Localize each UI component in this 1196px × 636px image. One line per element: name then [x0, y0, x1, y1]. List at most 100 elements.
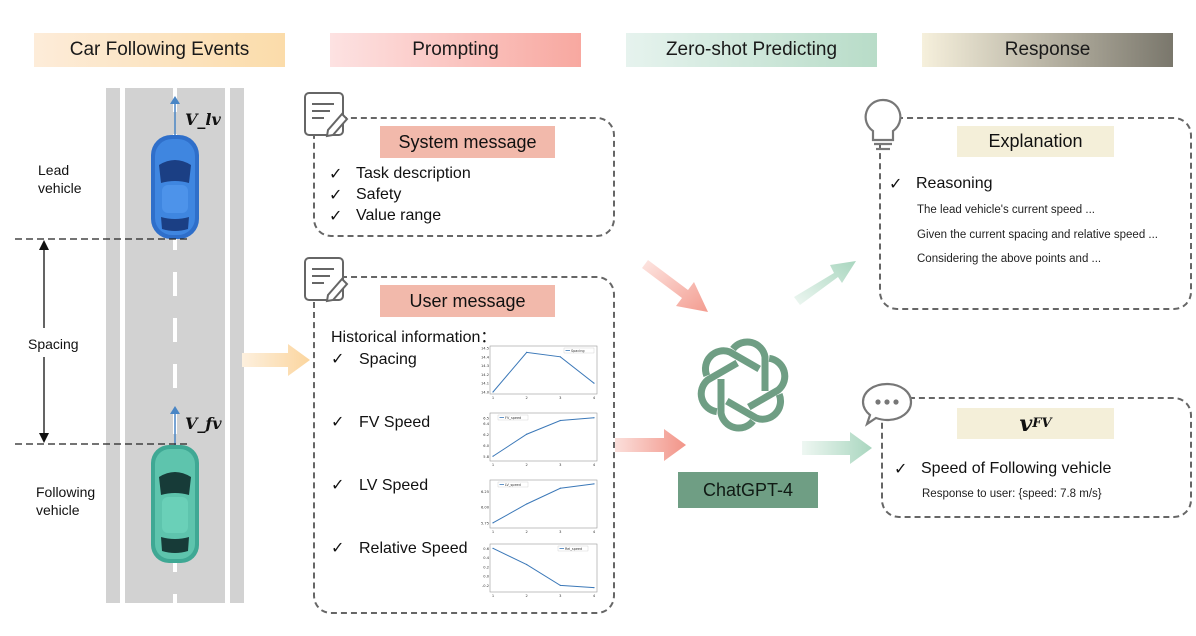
data-point [526, 503, 528, 505]
reasoning-line-2: Given the current spacing and relative s… [917, 229, 1159, 241]
y-tick-label: 14.3 [481, 364, 489, 368]
data-point [526, 433, 528, 435]
x-tick-label: 4 [593, 594, 596, 598]
series-line [492, 417, 595, 457]
x-tick-label: 3 [559, 463, 561, 467]
legend-label: LV_speed [505, 483, 521, 487]
legend-label: FV_speed [505, 416, 521, 420]
x-tick-label: 1 [492, 594, 494, 598]
check-icon: ✓ [329, 208, 343, 225]
y-tick-label: 6.25 [481, 490, 489, 494]
series-line [492, 483, 595, 524]
y-tick-label: 0.2 [483, 565, 489, 569]
header-car-following-events: Car Following Events [34, 33, 285, 67]
output-symbol: v [1019, 410, 1033, 437]
lead-vehicle-car-icon [151, 96, 199, 239]
check-icon: ✓ [329, 187, 343, 204]
chart-frame [489, 412, 598, 462]
document-edit-icon [304, 257, 349, 303]
y-tick-label: 0.4 [483, 556, 489, 560]
check-icon: ✓ [329, 166, 343, 183]
user-item-fv-speed: FV Speed [359, 414, 431, 431]
legend-box [497, 414, 529, 421]
check-icon: ✓ [889, 176, 903, 193]
user-item-spacing: Spacing [359, 351, 417, 368]
y-tick-label: 14.2 [481, 373, 489, 377]
data-point [559, 356, 561, 358]
y-tick-label: 0.0 [483, 575, 489, 579]
x-tick-label: 1 [492, 396, 494, 400]
following-vehicle-label-line1: Following [36, 484, 96, 500]
y-tick-label: 6.0 [483, 444, 489, 448]
x-tick-label: 1 [492, 530, 494, 534]
check-icon: ✓ [331, 477, 345, 494]
follow-velocity-label: V_fv [185, 414, 222, 433]
arrow-to-explanation [794, 261, 856, 305]
chart-frame [489, 345, 598, 395]
x-tick-label: 1 [492, 463, 494, 467]
lightbulb-icon [864, 98, 902, 151]
system-item-task: Task description [356, 165, 471, 182]
check-icon: ✓ [331, 414, 345, 431]
legend-box [563, 347, 595, 354]
system-item-safety: Safety [356, 186, 402, 203]
arrow-system-to-chatgpt [642, 260, 708, 312]
data-point [559, 487, 561, 489]
data-point [559, 419, 561, 422]
arrow-to-output [802, 432, 872, 464]
series-line [492, 547, 595, 589]
chatgpt-logo-icon [697, 338, 789, 432]
x-tick-label: 3 [559, 594, 561, 598]
reasoning-heading: Reasoning [916, 175, 993, 192]
data-point [492, 391, 494, 393]
historical-info-subtitle: Historical information： [331, 329, 497, 346]
document-edit-icon [304, 92, 349, 138]
spacing-label: Spacing [28, 336, 79, 352]
y-tick-label: 14.5 [481, 347, 489, 351]
data-point [593, 483, 595, 485]
data-point [559, 584, 561, 586]
data-point [593, 382, 595, 384]
y-tick-label: -0.2 [482, 584, 489, 588]
x-tick-label: 2 [526, 463, 528, 467]
y-tick-label: 6.00 [481, 506, 490, 510]
x-tick-label: 2 [526, 530, 528, 534]
data-point [526, 351, 528, 353]
user-item-relative-speed: Relative Speed [359, 540, 468, 557]
lane-line-left [120, 88, 125, 603]
x-tick-label: 3 [559, 530, 561, 534]
explanation-title: Explanation [957, 126, 1114, 157]
spacing-indicator [15, 238, 190, 445]
x-tick-label: 3 [559, 396, 561, 400]
lane-line-right [225, 88, 230, 603]
data-point [492, 547, 494, 549]
legend-box [557, 545, 589, 552]
check-icon: ✓ [331, 540, 345, 557]
x-tick-label: 2 [526, 396, 528, 400]
speech-bubble-icon [861, 382, 913, 427]
y-tick-label: 14.4 [481, 355, 490, 359]
y-tick-label: 5.8 [483, 455, 489, 459]
x-tick-label: 2 [526, 594, 528, 598]
legend-box [497, 481, 529, 488]
data-point [593, 587, 595, 589]
y-tick-label: 14.0 [481, 391, 490, 395]
chart-frame [489, 479, 598, 529]
header-zero-shot-predicting: Zero-shot Predicting [626, 33, 877, 67]
check-icon: ✓ [894, 461, 908, 478]
data-point [593, 417, 595, 419]
arrow-to-prompting [242, 344, 310, 376]
following-vehicle-car-icon [151, 406, 199, 563]
header-prompting: Prompting [330, 33, 581, 67]
lead-velocity-label: V_lv [185, 110, 221, 129]
x-tick-label: 4 [593, 530, 596, 534]
reasoning-line-3: Considering the above points and ... [917, 253, 1102, 265]
y-tick-label: 14.1 [481, 382, 489, 386]
lead-vehicle-label-line2: vehicle [38, 180, 82, 196]
series-line [492, 351, 595, 393]
output-heading: Speed of Following vehicle [921, 460, 1112, 477]
legend-label: Rel_speed [565, 547, 582, 551]
